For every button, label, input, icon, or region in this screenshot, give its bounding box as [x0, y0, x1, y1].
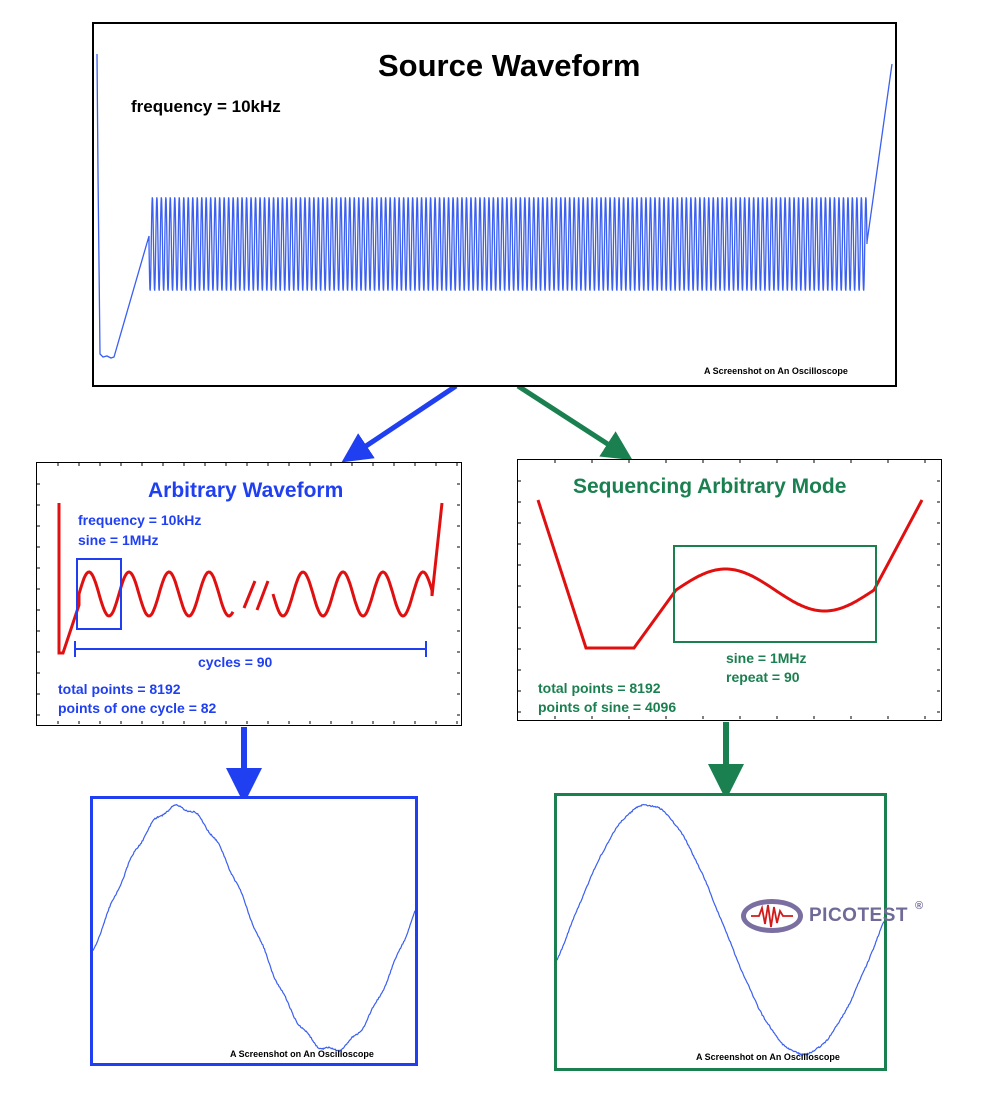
arbitrary-points-one-cycle: points of one cycle = 82: [58, 700, 216, 716]
source-frequency: frequency = 10kHz: [131, 97, 281, 117]
sequencing-sine: sine = 1MHz: [726, 650, 807, 666]
sequencing-output-screenshot-note: A Screenshot on An Oscilloscope: [696, 1052, 840, 1062]
arbitrary-total-points: total points = 8192: [58, 681, 181, 697]
arbitrary-output-plot: [93, 799, 415, 1063]
arbitrary-title: Arbitrary Waveform: [148, 479, 343, 503]
arbitrary-frequency: frequency = 10kHz: [78, 512, 201, 528]
sequencing-mode-panel: Sequencing Arbitrary Mode sine = 1MHz re…: [517, 459, 942, 721]
arbitrary-cycles: cycles = 90: [198, 654, 272, 670]
source-waveform-panel: Source Waveform frequency = 10kHz A Scre…: [92, 22, 897, 387]
arbitrary-sine: sine = 1MHz: [78, 532, 159, 548]
arbitrary-output-screenshot-note: A Screenshot on An Oscilloscope: [230, 1049, 374, 1059]
arbitrary-output-scope: A Screenshot on An Oscilloscope: [90, 796, 418, 1066]
arrow-source-to-sequencing: [518, 386, 620, 452]
arbitrary-waveform-panel: Arbitrary Waveform frequency = 10kHz sin…: [36, 462, 462, 726]
source-title: Source Waveform: [378, 48, 640, 84]
picotest-logo-mark-icon: [739, 896, 805, 936]
arbitrary-output-trace: [93, 805, 415, 1052]
sequencing-title: Sequencing Arbitrary Mode: [573, 475, 846, 499]
sequencing-repeat: repeat = 90: [726, 669, 800, 685]
sequencing-total-points: total points = 8192: [538, 680, 661, 696]
sequencing-red-trace: [538, 500, 922, 648]
picotest-logo: PICOTEST ®: [739, 896, 929, 940]
arrow-source-to-arbitrary: [354, 386, 456, 454]
sine-highlight-box: [674, 546, 876, 642]
picotest-logo-text: PICOTEST: [809, 905, 908, 927]
sequencing-points-sine: points of sine = 4096: [538, 699, 676, 715]
sequencing-output-scope: A Screenshot on An Oscilloscope PICOTEST…: [554, 793, 887, 1071]
picotest-registered-mark: ®: [915, 900, 923, 912]
source-screenshot-note: A Screenshot on An Oscilloscope: [704, 366, 848, 376]
